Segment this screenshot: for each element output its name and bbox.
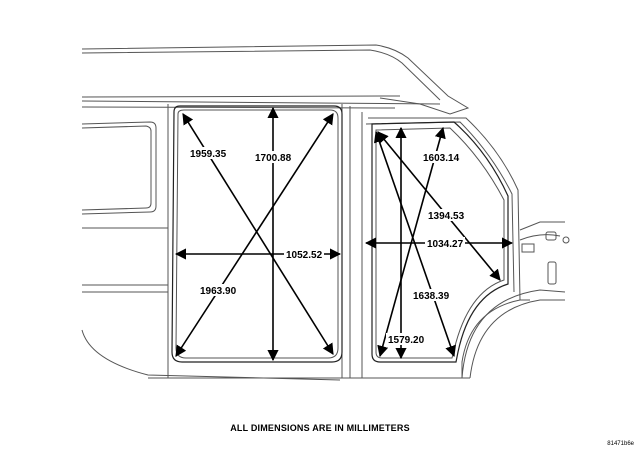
label-cargo-height: 1700.88	[255, 153, 292, 164]
dimension-labels: 1959.35 1700.88 1052.52 1963.90 1603.14 …	[188, 147, 466, 346]
cargo-dimensions	[174, 106, 342, 362]
side-window	[81, 121, 157, 215]
cargo-diagonal-bottom-line	[175, 113, 334, 357]
roof-line	[81, 44, 470, 115]
label-door-height: 1579.20	[388, 335, 425, 346]
label-door-width: 1034.27	[427, 239, 464, 250]
label-door-diagonal-top: 1394.53	[428, 211, 465, 222]
units-caption: ALL DIMENSIONS ARE IN MILLIMETERS	[230, 423, 410, 433]
label-cargo-width: 1052.52	[286, 250, 323, 261]
door-dimensions	[364, 126, 514, 360]
figure-id: 81471b6e	[607, 441, 634, 447]
label-cargo-diagonal-top: 1959.35	[190, 149, 227, 160]
label-cargo-diagonal-bottom: 1963.90	[200, 286, 237, 297]
label-door-top: 1603.14	[423, 153, 460, 164]
lower-body-line	[81, 329, 341, 381]
van-body-outline	[81, 44, 570, 381]
label-door-diagonal-bottom: 1638.39	[413, 291, 450, 302]
cargo-opening-outline	[171, 105, 343, 363]
